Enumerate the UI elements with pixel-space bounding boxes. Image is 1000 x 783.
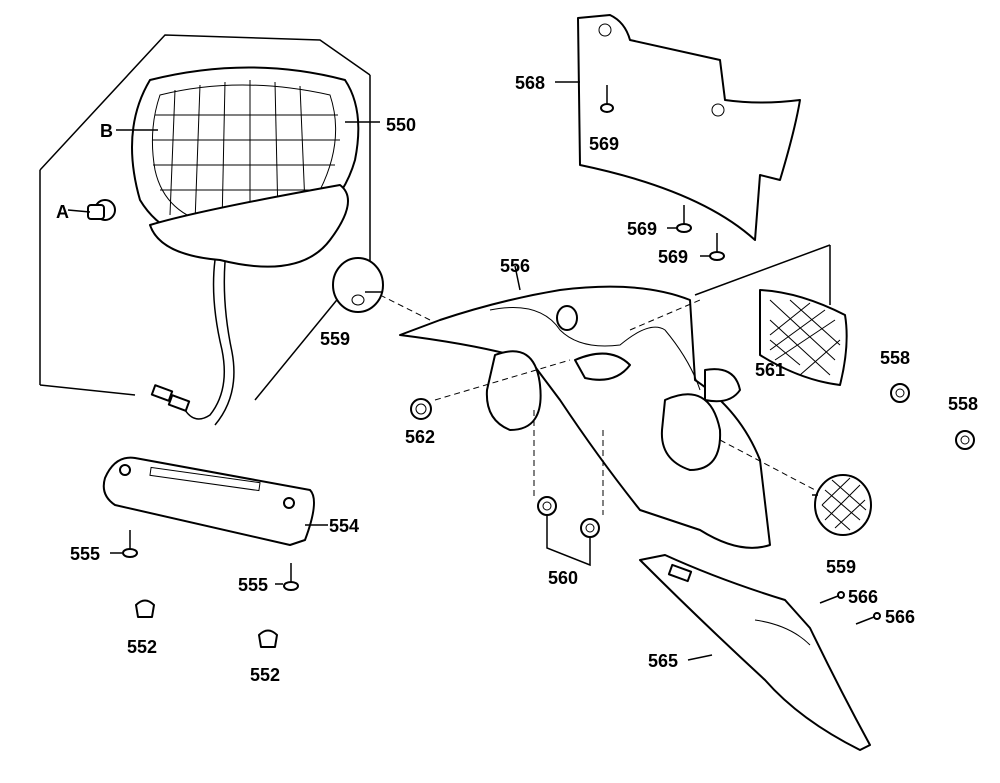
tail-light-assembly [39, 34, 380, 426]
label-555-right: 555 [238, 575, 268, 595]
label-560: 560 [548, 568, 578, 588]
lamp-559-right [812, 474, 872, 536]
label-A: A [56, 202, 69, 222]
bracket-568 [555, 14, 801, 241]
label-555-left: 555 [70, 544, 100, 564]
cover-565 [639, 554, 871, 751]
label-552-right: 552 [250, 665, 280, 685]
label-552-left: 552 [127, 637, 157, 657]
label-569-top: 569 [589, 134, 619, 154]
license-bracket-554 [102, 456, 328, 546]
label-559-left: 559 [320, 329, 350, 349]
label-568: 568 [515, 73, 545, 93]
label-569-mid: 569 [627, 219, 657, 239]
part-labels: 550 B A 559 556 568 569 569 569 561 558 … [56, 73, 978, 685]
label-559-right: 559 [826, 557, 856, 577]
screw-569-pair [667, 205, 725, 261]
nut-560-pair [537, 496, 600, 567]
label-B: B [100, 121, 113, 141]
label-569-low: 569 [658, 247, 688, 267]
label-561: 561 [755, 360, 785, 380]
label-556: 556 [500, 256, 530, 276]
screw-566-pair [819, 591, 881, 625]
label-562: 562 [405, 427, 435, 447]
label-565: 565 [648, 651, 678, 671]
label-550: 550 [386, 115, 416, 135]
label-558-upper: 558 [880, 348, 910, 368]
label-566-lower: 566 [885, 607, 915, 627]
label-566-upper: 566 [848, 587, 878, 607]
label-558-lower: 558 [948, 394, 978, 414]
reflector-561 [694, 244, 848, 386]
rear-fender-556 [379, 265, 816, 549]
grommet-559-left [332, 257, 384, 313]
screw-555-pair [110, 530, 299, 591]
nut-562 [410, 398, 432, 420]
label-554: 554 [329, 516, 359, 536]
clip-552-pair [135, 599, 278, 648]
nut-558-pair [890, 383, 975, 450]
